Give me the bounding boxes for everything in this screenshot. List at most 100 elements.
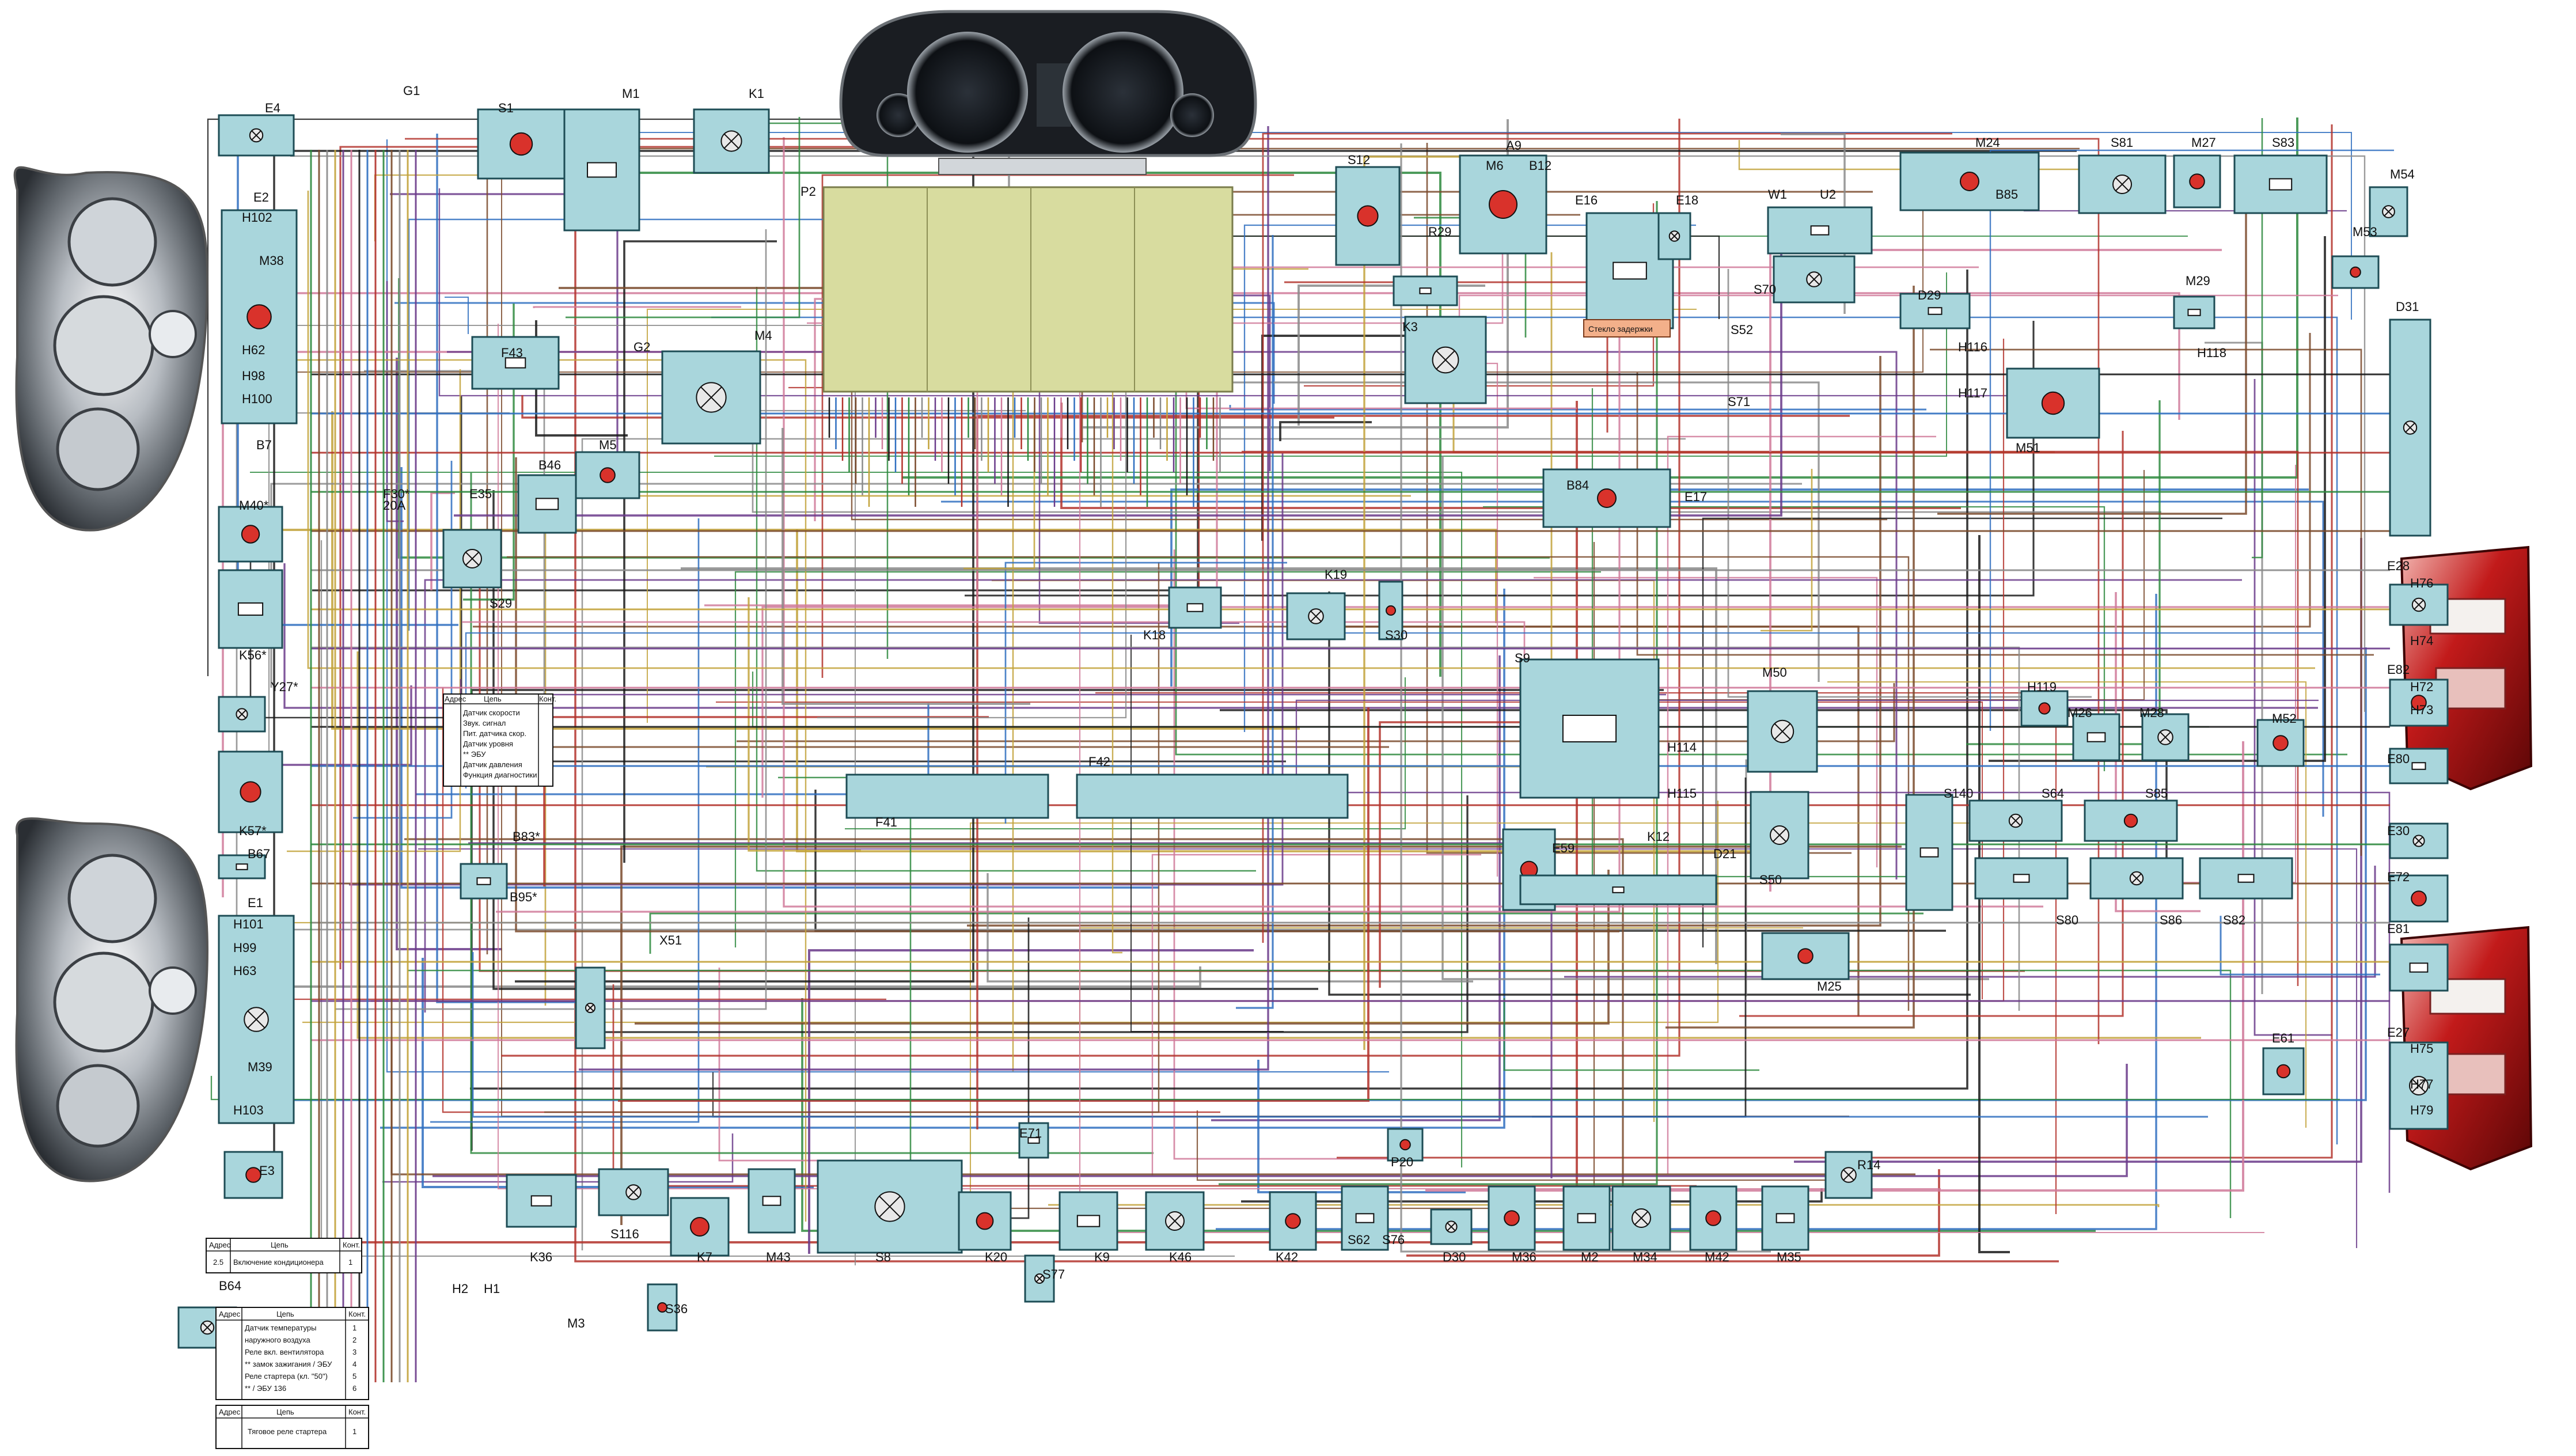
component-label-lower_right-19: H75	[2410, 1041, 2433, 1056]
wire	[783, 137, 2043, 908]
motor-symbol	[2276, 1064, 2291, 1079]
relay-coil-symbol	[1613, 261, 1647, 280]
relay-coil-symbol	[1919, 847, 1939, 858]
headlamp-left-upper-image	[13, 166, 209, 532]
diag-table-cell-circuit: Датчик давления	[463, 760, 522, 769]
wire	[433, 1064, 2128, 1177]
component-label-upper_right-12: D31	[2396, 299, 2419, 314]
motor-symbol	[1504, 1210, 1520, 1226]
motor-symbol	[2189, 173, 2205, 189]
note-table-b64-cell-pin: 2	[352, 1336, 356, 1344]
diag-table-cell-circuit: ** ЭБУ	[463, 750, 486, 759]
motor-symbol	[246, 304, 272, 329]
motor-symbol	[1357, 205, 1379, 227]
note-table-start-cell-circuit: Тяговое реле стартера	[248, 1427, 327, 1436]
note-table-b64-cell-circuit: Реле вкл. вентилятора	[245, 1348, 324, 1356]
wire	[1219, 201, 1658, 1185]
motor-symbol	[509, 132, 533, 156]
component-label-upper_left-23: Y27*	[271, 680, 298, 694]
component-label-lower_right-2: S85	[2145, 786, 2168, 801]
relay-coil-symbol	[476, 877, 491, 885]
diag-table-cell-circuit: Пит. датчика скор.	[463, 729, 526, 738]
note-table-b64-header-1: Цепь	[276, 1310, 294, 1318]
component-label-upper_left-14: B7	[256, 438, 272, 452]
component-label-lower_bottom-4: S8	[875, 1250, 891, 1264]
component-label-upper_left-8: H62	[242, 343, 265, 357]
wire	[498, 324, 1941, 1189]
component-label-lower_left-9: B95*	[510, 890, 537, 904]
lamp-symbol-cross	[879, 1196, 901, 1218]
component-label-lower_bottom-6: K9	[1094, 1250, 1110, 1264]
wire	[1337, 124, 2333, 1159]
wire	[2150, 465, 2296, 883]
fuse-block-f42	[1076, 774, 1349, 819]
wire	[424, 579, 2242, 1013]
wire	[1241, 1188, 1823, 1203]
wire	[382, 1133, 734, 1183]
p2-connector-panel	[822, 186, 1234, 393]
wire	[1937, 188, 2247, 515]
component-label-mid-6: H115	[1667, 786, 1697, 801]
component-box-42	[1747, 690, 1818, 773]
wire	[335, 229, 767, 1010]
motor-symbol	[241, 525, 260, 544]
component-label-upper_mid-8: E18	[1676, 193, 1698, 207]
component-box-81	[1824, 1151, 1873, 1199]
component-label-lower_bottom-17: R14	[1857, 1158, 1880, 1172]
note-table-b64-cell-pin: 3	[352, 1348, 356, 1356]
wire	[394, 302, 1275, 404]
component-label-upper_mid-5: M6	[1486, 158, 1504, 173]
component-label-upper_left-19: B46	[538, 458, 561, 472]
note-table-top-cell-pin: 1	[348, 1258, 352, 1267]
note-table-start-cell-pin: 1	[352, 1427, 356, 1436]
component-label-lower_bottom-22: H1	[484, 1281, 500, 1296]
wire	[711, 316, 2338, 1144]
relay-coil-symbol	[2237, 874, 2255, 883]
wire	[1989, 149, 2394, 731]
motor-symbol	[2123, 813, 2138, 828]
lamp-symbol-cross	[2160, 731, 2171, 743]
relay-coil-symbol	[1775, 1213, 1795, 1223]
component-label-mid-5: H114	[1667, 740, 1697, 754]
e16-caption-plate	[1583, 319, 1671, 338]
wire	[1262, 132, 1952, 943]
motor-symbol	[1960, 172, 1979, 191]
component-box-18	[575, 966, 606, 1049]
wire	[1503, 998, 1759, 1071]
lamp-symbol-cross	[237, 710, 246, 719]
wire	[579, 126, 1269, 1071]
note-table-b64-cell-circuit: Реле стартера (кл. "50")	[245, 1372, 328, 1381]
wire	[1534, 577, 1878, 867]
note-table-b64-header-2: Конт.	[348, 1310, 366, 1318]
note-table-top-header-0: Адрес	[209, 1241, 231, 1249]
wire	[445, 296, 469, 334]
wire	[1111, 374, 1122, 954]
component-label-mid-1: K18	[1143, 628, 1166, 642]
diag-table-header-2: Конт.	[539, 695, 556, 703]
wire	[817, 257, 1127, 719]
component-label-upper_mid-4: A9	[1506, 138, 1522, 153]
component-label-upper_left-2: S1	[498, 101, 514, 115]
wire	[808, 949, 1254, 1254]
note-table-top: Адрес Цепь Конт. 2.5 Включение кондицион…	[206, 1238, 362, 1273]
wire	[748, 597, 861, 852]
wire	[265, 359, 807, 1222]
wire	[1406, 1169, 1940, 1257]
note-table-top-header-2: Конт.	[343, 1241, 360, 1249]
relay-coil-symbol	[2013, 874, 2030, 883]
wire	[473, 333, 2311, 628]
component-label-lower_bottom-16: M35	[1777, 1250, 1801, 1264]
note-table-b64-cell-pin: 1	[352, 1324, 356, 1332]
wire	[1666, 286, 1915, 1029]
diag-table-cell-circuit: Датчик уровня	[463, 740, 513, 748]
wire	[618, 707, 1369, 1102]
wire	[967, 356, 1881, 927]
note-table-b64-cell-pin: 6	[352, 1384, 356, 1393]
component-label-lower_left-4: H63	[233, 964, 256, 978]
relay-coil-symbol	[1419, 287, 1432, 294]
component-label-upper_mid-9: S70	[1754, 282, 1776, 297]
component-label-lower_bottom-24: S36	[665, 1302, 688, 1316]
component-label-upper_right-0: M24	[1975, 135, 2000, 150]
